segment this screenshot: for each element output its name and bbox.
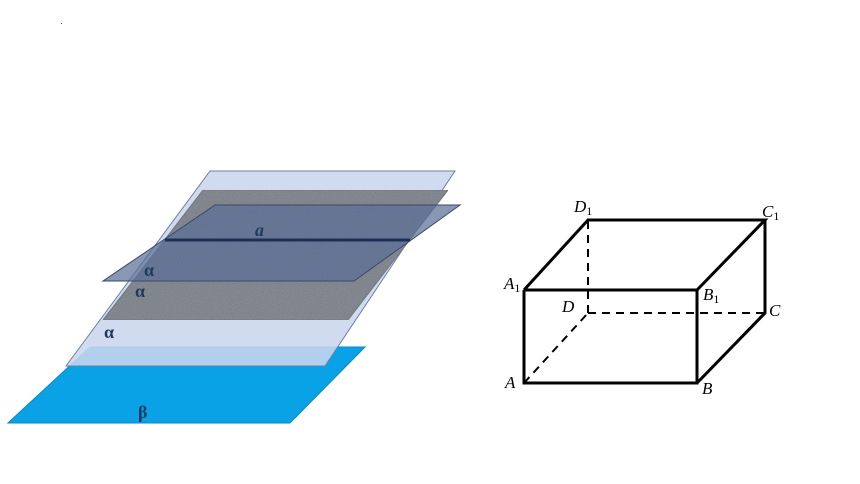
- vertex-label-D: D: [561, 297, 575, 316]
- vertex-label-B: B: [702, 379, 713, 398]
- alpha-label-top: α: [144, 260, 154, 280]
- vertex-label-A: A: [504, 373, 516, 392]
- beta-label: β: [138, 402, 147, 422]
- vertex-label-D1: D1: [573, 197, 592, 218]
- plane-alpha-intersecting: [101, 204, 462, 282]
- front-face: [522, 288, 699, 385]
- planes-figure: a α α α β: [6, 170, 462, 424]
- vertex-label-C: C: [769, 301, 781, 320]
- top-face-back: [522, 218, 769, 292]
- stray-dot: [61, 23, 62, 24]
- edge-AD: [523, 312, 589, 384]
- right-face-back: [695, 220, 767, 385]
- vertex-label-B1: B1: [703, 285, 719, 306]
- alpha-label-bottom: α: [104, 322, 114, 342]
- alpha-label-middle: α: [135, 281, 145, 301]
- vertex-label-A1: A1: [503, 274, 520, 295]
- vertex-label-C1: C1: [762, 202, 779, 223]
- cuboid-figure: D1 C1 A1 B1 D C A B: [503, 197, 781, 398]
- line-a-label: a: [255, 220, 264, 240]
